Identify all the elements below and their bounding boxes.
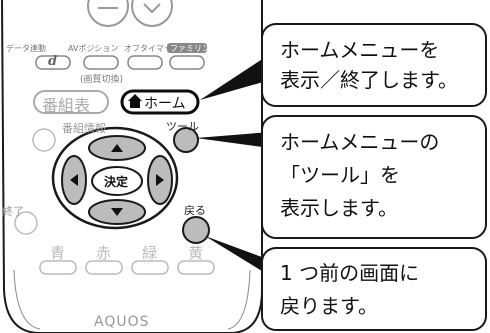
program-guide-label: 番組表 <box>42 96 91 115</box>
callout-pointer-back <box>205 236 270 276</box>
yellow-button[interactable] <box>177 260 215 275</box>
red-button[interactable] <box>85 260 123 275</box>
av-position-label: AVポジション <box>68 44 119 53</box>
callout-box-tool <box>261 115 487 239</box>
tool-button[interactable] <box>173 127 199 153</box>
d-button-label: d <box>48 54 58 69</box>
blue-button[interactable] <box>39 260 77 275</box>
arrow-right-icon <box>156 174 164 186</box>
remote-inner-edge-right <box>227 269 251 330</box>
callout-box-home <box>261 23 487 107</box>
callout-home-line-1: ホームメニューを <box>280 38 440 62</box>
callout-home-line-2: 表示／終了します。 <box>280 68 458 92</box>
callout-pointer-home <box>200 54 270 100</box>
off-timer-label: オフタイマー <box>124 44 172 53</box>
familink-label: ファミリンク <box>170 44 218 53</box>
callout-pointer-tool <box>196 132 270 148</box>
blue-label: 青 <box>50 244 66 262</box>
yellow-label: 黄 <box>188 244 204 262</box>
exit-button[interactable] <box>14 211 38 235</box>
familink-button[interactable] <box>169 55 205 70</box>
callout-tool-line-3: 表示します。 <box>280 196 398 220</box>
arrow-left-icon <box>70 174 78 186</box>
callout-tool-line-1: ホームメニューの <box>280 130 440 154</box>
back-button[interactable] <box>182 216 210 244</box>
green-label: 緑 <box>142 244 158 262</box>
program-guide-button[interactable] <box>33 90 109 114</box>
red-label: 赤 <box>96 244 112 262</box>
callout-box-back <box>261 247 487 331</box>
home-button[interactable] <box>120 89 200 115</box>
home-label: ホーム <box>144 96 186 112</box>
d-button[interactable] <box>35 55 71 70</box>
enter-button[interactable] <box>91 166 143 196</box>
top-button-2-glyph <box>143 3 161 14</box>
brand-logo: AQUOS <box>94 314 150 330</box>
arrow-up-icon <box>111 144 123 152</box>
familink-label-bg <box>167 43 207 53</box>
av-position-button[interactable] <box>83 55 119 70</box>
program-info-label: 番組情報 <box>62 122 106 135</box>
picture-switch-label: (画質切換) <box>80 75 124 85</box>
off-timer-button[interactable] <box>127 55 163 70</box>
callout-tool-line-2: 「ツール」を <box>280 163 400 187</box>
green-button[interactable] <box>131 260 169 275</box>
data-link-label: データ連動 <box>6 44 46 53</box>
callout-back-line-2: 戻ります。 <box>280 294 378 318</box>
callout-back-line-1: 1 つ前の画面に <box>280 261 420 285</box>
program-info-button[interactable] <box>32 128 56 152</box>
tool-label: ツール <box>166 120 199 133</box>
enter-label: 決定 <box>104 175 129 189</box>
top-button-1[interactable] <box>87 0 129 27</box>
home-icon <box>128 94 142 108</box>
remote-inner-edge-left <box>13 269 41 330</box>
back-label: 戻る <box>184 204 206 217</box>
arrow-down-icon <box>111 208 123 216</box>
exit-label: 終了 <box>2 205 24 218</box>
